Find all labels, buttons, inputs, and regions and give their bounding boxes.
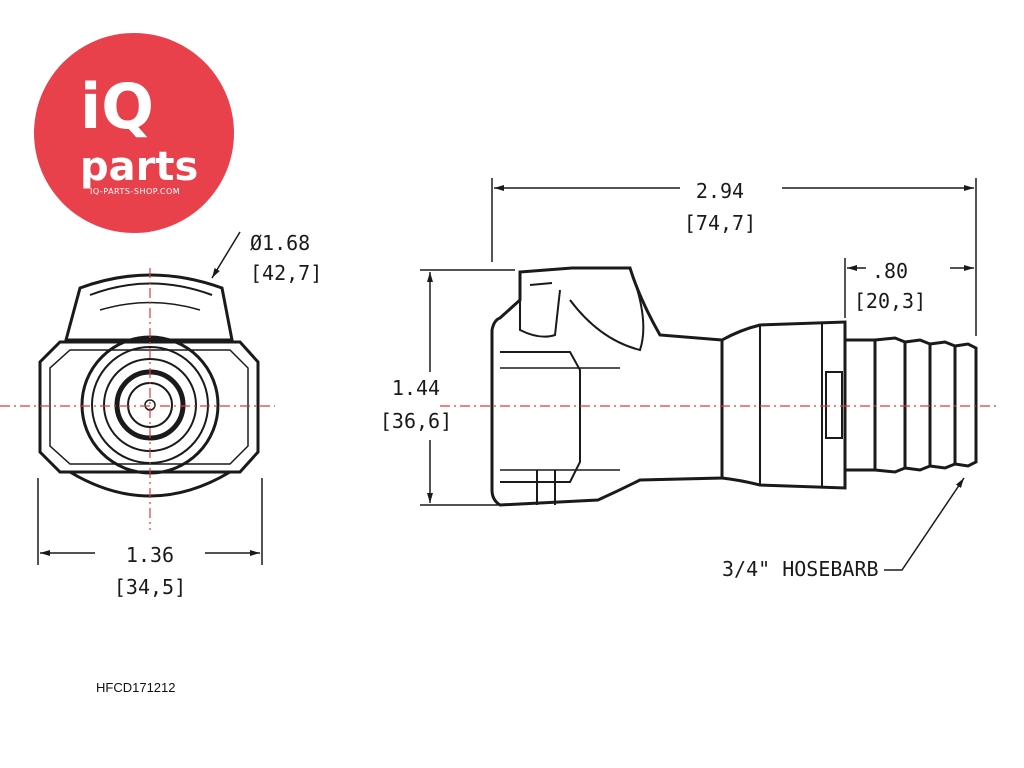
front-dimensions <box>37 231 263 565</box>
side-hex-flat <box>500 351 581 483</box>
part-number: HFCD171212 <box>96 680 176 695</box>
height-inch-label: 1.44 <box>392 376 440 400</box>
side-latch <box>519 272 561 338</box>
length-inch-label: 2.94 <box>696 179 744 203</box>
barb-rib-4 <box>954 342 978 468</box>
iq-parts-logo: iQ parts IQ-PARTS-SHOP.COM <box>34 33 234 233</box>
side-dimensions <box>420 178 977 571</box>
side-bottom-tab <box>536 470 556 505</box>
front-collar-inner <box>89 282 213 296</box>
side-latch-tab <box>529 282 553 286</box>
barb-rib-1 <box>874 336 907 474</box>
side-latch-cam <box>569 267 645 352</box>
hosebarb-callout: 3/4" HOSEBARB <box>722 557 879 581</box>
barb-base <box>845 338 877 472</box>
barb-rib-2 <box>904 338 932 472</box>
hosebarb-leader <box>884 477 965 571</box>
front-view <box>38 273 260 498</box>
barb-length-mm-label: [20,3] <box>854 289 926 313</box>
diameter-leader <box>211 231 241 279</box>
diameter-inch-label: Ø1.68 <box>250 231 310 255</box>
width-mm-label: [34,5] <box>114 575 186 599</box>
front-hex-body <box>38 340 260 474</box>
side-shoulder-notch <box>825 371 843 439</box>
front-centerlines <box>0 268 275 530</box>
barb-length-inch-label: .80 <box>872 259 908 283</box>
logo-circle <box>34 33 234 233</box>
height-mm-label: [36,6] <box>380 409 452 433</box>
width-inch-label: 1.36 <box>126 543 174 567</box>
logo-url: IQ-PARTS-SHOP.COM <box>90 187 180 196</box>
front-hex-inner <box>49 349 249 465</box>
length-mm-label: [74,7] <box>684 211 756 235</box>
side-view <box>490 266 978 507</box>
front-ring-2 <box>91 346 209 464</box>
logo-brand-iq: iQ <box>80 70 154 143</box>
front-collar <box>64 273 234 342</box>
logo-brand-parts: parts <box>80 144 198 190</box>
diameter-mm-label: [42,7] <box>250 261 322 285</box>
side-neck <box>721 320 847 490</box>
barb-rib-3 <box>929 340 957 470</box>
